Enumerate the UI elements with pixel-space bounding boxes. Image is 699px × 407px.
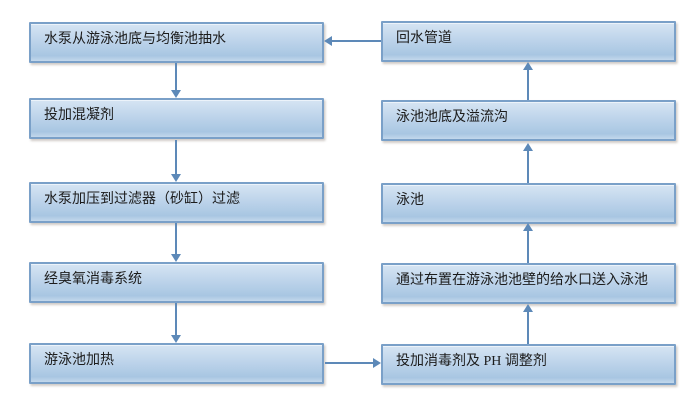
arrow-ozone-to-heating-line xyxy=(175,303,177,335)
node-pool-bottom-overflow: 泳池池底及溢流沟 xyxy=(381,100,676,141)
arrow-overflow-to-return-line xyxy=(527,70,529,100)
arrow-coagulant-to-filter-line xyxy=(175,140,177,174)
arrow-inlet-to-pool-head xyxy=(523,223,533,231)
arrow-heating-to-disinfectant-head xyxy=(373,358,381,368)
arrow-pool-to-overflow-head xyxy=(523,143,533,151)
arrow-heating-to-disinfectant-line xyxy=(325,362,373,364)
node-wall-inlet: 通过布置在游泳池池壁的给水口送入泳池 xyxy=(381,263,676,304)
node-pool: 泳池 xyxy=(381,183,676,224)
arrow-overflow-to-return-head xyxy=(523,62,533,70)
node-add-coagulant: 投加混凝剂 xyxy=(29,98,324,139)
arrow-intake-to-coagulant-line xyxy=(175,63,177,90)
node-pressure-filter: 水泵加压到过滤器（砂缸）过滤 xyxy=(29,182,324,223)
arrow-coagulant-to-filter-head xyxy=(171,174,181,182)
node-add-disinfectant-ph: 投加消毒剂及 PH 调整剂 xyxy=(381,344,676,385)
node-pump-intake: 水泵从游泳池底与均衡池抽水 xyxy=(29,22,324,63)
arrow-ozone-to-heating-head xyxy=(171,335,181,343)
arrow-return-to-intake-head xyxy=(324,36,332,46)
arrow-intake-to-coagulant-head xyxy=(171,90,181,98)
node-return-pipe: 回水管道 xyxy=(381,21,676,62)
arrow-pool-to-overflow-line xyxy=(527,151,529,183)
arrow-disinfectant-to-inlet-line xyxy=(527,312,529,344)
arrow-filter-to-ozone-line xyxy=(175,223,177,254)
arrow-inlet-to-pool-line xyxy=(527,231,529,263)
arrow-disinfectant-to-inlet-head xyxy=(523,304,533,312)
arrow-return-to-intake-line xyxy=(332,40,381,42)
node-ozone-system: 经臭氧消毒系统 xyxy=(29,262,324,303)
node-pool-heating: 游泳池加热 xyxy=(29,343,324,384)
arrow-filter-to-ozone-head xyxy=(171,254,181,262)
